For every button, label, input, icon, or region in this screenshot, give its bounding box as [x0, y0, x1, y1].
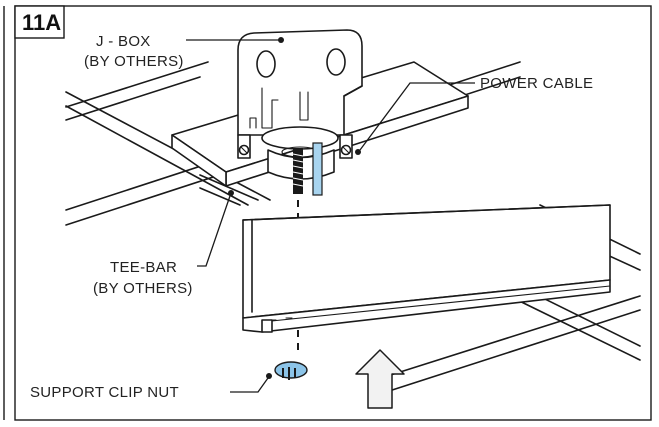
tee-bar-label: TEE-BAR [110, 259, 177, 276]
step-number: 11A [22, 10, 61, 35]
power-cable-label: POWER CABLE [480, 75, 593, 92]
up-arrow-icon [355, 349, 405, 409]
figure-frame [14, 5, 652, 421]
step-badge: 11A [14, 5, 65, 39]
support-clip-nut [274, 361, 308, 380]
tee-bar-note: (BY OTHERS) [93, 280, 193, 297]
power-cable [312, 142, 323, 196]
threaded-rod [292, 148, 304, 194]
j-box [237, 29, 363, 159]
fixture-rail [242, 204, 611, 333]
j-box-note: (BY OTHERS) [84, 53, 184, 70]
j-box-label: J - BOX [96, 33, 151, 50]
leader-lines [186, 37, 475, 393]
support-clip-nut-label: SUPPORT CLIP NUT [30, 384, 179, 401]
